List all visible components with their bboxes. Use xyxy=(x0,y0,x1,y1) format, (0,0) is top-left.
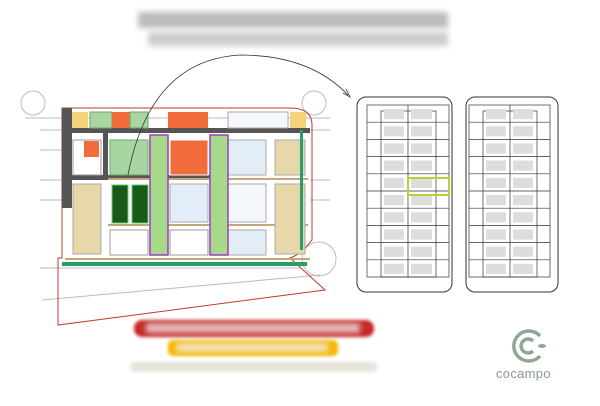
lot-grids xyxy=(366,104,551,278)
building-footprint xyxy=(513,263,533,274)
site-boundary xyxy=(57,107,327,326)
blue-lot xyxy=(227,111,289,129)
building-footprint xyxy=(411,212,432,223)
detail-panel-right xyxy=(465,96,559,293)
building-footprint xyxy=(411,246,432,257)
white-lot xyxy=(169,229,209,256)
dark-green-lot xyxy=(131,184,149,224)
blurred-title xyxy=(138,12,448,28)
building-footprint xyxy=(486,143,506,154)
building-footprint xyxy=(384,212,404,223)
building-footprint xyxy=(384,229,404,240)
internal-roads xyxy=(62,108,310,208)
green-corridor xyxy=(209,134,229,256)
building-footprint xyxy=(384,195,404,206)
building-footprint xyxy=(411,126,432,137)
building-footprint xyxy=(411,109,432,120)
building-footprint xyxy=(486,160,506,171)
building-footprint xyxy=(411,143,432,154)
building-footprint xyxy=(513,246,533,257)
building-footprint xyxy=(513,212,533,223)
green-strip xyxy=(300,130,303,250)
building-footprint xyxy=(411,229,432,240)
building-footprint xyxy=(486,177,506,188)
blue-lot xyxy=(227,139,267,176)
building-footprint xyxy=(486,263,506,274)
tan-lot xyxy=(72,183,102,255)
orange-lot xyxy=(84,141,99,157)
blue-lot xyxy=(169,183,209,223)
building-footprint xyxy=(411,263,432,274)
highlighted-lot xyxy=(407,177,450,196)
building-footprint xyxy=(486,229,506,240)
building-footprint xyxy=(411,160,432,171)
building-footprint xyxy=(486,212,506,223)
white-lot xyxy=(109,229,149,256)
building-footprint xyxy=(384,177,404,188)
dark-green-lot xyxy=(111,184,129,224)
building-footprint xyxy=(486,195,506,206)
building-footprint xyxy=(384,143,404,154)
orange-lot xyxy=(112,112,130,128)
surrounding-roads xyxy=(20,90,337,301)
blue-lot xyxy=(227,229,267,256)
building-footprint xyxy=(384,109,404,120)
building-footprint xyxy=(513,229,533,240)
building-footprint xyxy=(486,126,506,137)
building-footprint xyxy=(411,177,432,188)
blue-lot xyxy=(227,183,267,223)
green-strip xyxy=(62,262,307,266)
blurred-gray-bar xyxy=(130,362,378,372)
building-footprint xyxy=(384,246,404,257)
building-footprint xyxy=(513,143,533,154)
building-footprint xyxy=(384,160,404,171)
building-footprint xyxy=(513,160,533,171)
green-corridor xyxy=(149,134,169,256)
building-footprint xyxy=(513,195,533,206)
building-footprint xyxy=(411,195,432,206)
logo-text: cocampo xyxy=(496,366,551,381)
building-footprint xyxy=(486,109,506,120)
blurred-subtitle xyxy=(148,32,448,46)
building-footprint xyxy=(513,126,533,137)
building-footprint xyxy=(384,263,404,274)
building-footprint xyxy=(513,109,533,120)
road-lines xyxy=(65,178,310,260)
curved-arrow-icon xyxy=(127,54,349,176)
building-footprint xyxy=(486,246,506,257)
landscape xyxy=(290,112,306,128)
blurred-yellow-bar-inner xyxy=(176,343,328,352)
building-footprint xyxy=(384,126,404,137)
orange-lot xyxy=(169,139,209,176)
building-footprint xyxy=(513,177,533,188)
landscape xyxy=(72,112,88,128)
blurred-red-bar-inner xyxy=(146,323,360,333)
orange-lot xyxy=(168,112,208,128)
cocampo-logo-icon xyxy=(512,329,546,363)
green-lot xyxy=(89,111,113,129)
